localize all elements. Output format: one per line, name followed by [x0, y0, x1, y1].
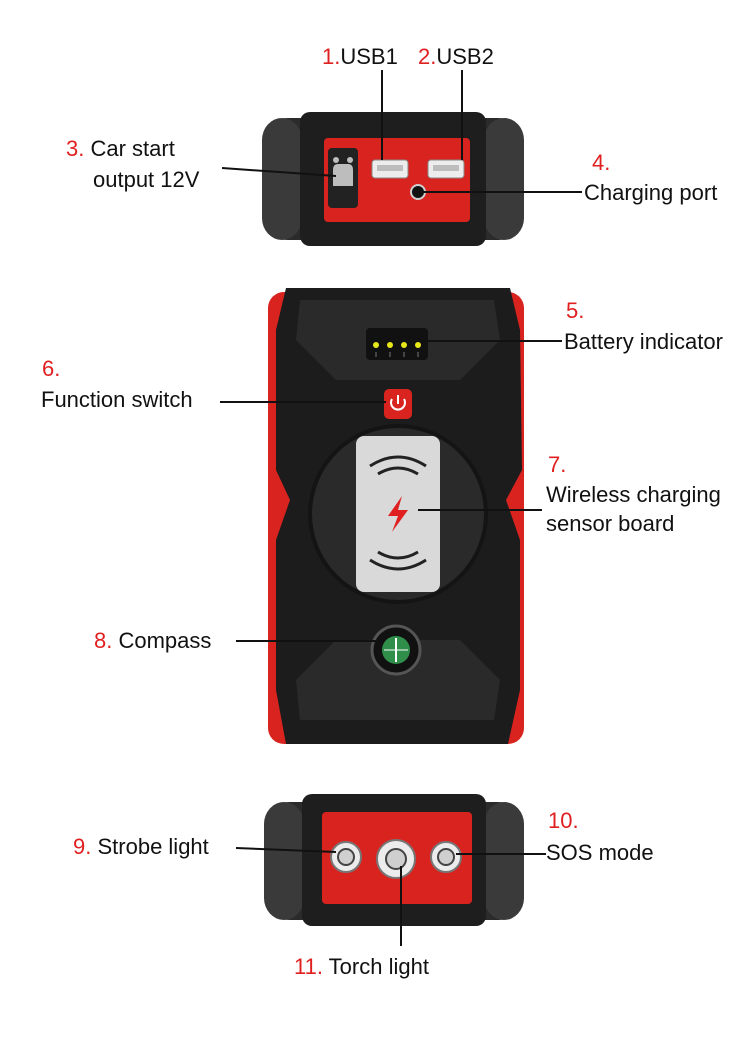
car-icon [328, 148, 358, 208]
label-car-start: 3. Car start [66, 134, 175, 164]
label-usb2-number: 2. [418, 44, 437, 69]
front-view [220, 288, 562, 744]
label-charging-port-text: Charging port [584, 180, 718, 205]
top-red-panel [324, 138, 470, 222]
top-view [221, 70, 582, 246]
label-battery-indicator-number: 5. [566, 298, 585, 323]
label-car-start-text: Car start [90, 136, 175, 161]
label-function-switch-text: Function switch [41, 387, 193, 412]
label-car-start-number: 3. [66, 136, 85, 161]
compass-icon [370, 624, 422, 676]
label-usb2-text: USB2 [436, 44, 494, 69]
power-icon [384, 389, 412, 419]
label-torch-number: 11. [294, 954, 323, 979]
usb1-port [371, 159, 409, 179]
label-strobe-text: Strobe light [97, 834, 209, 859]
battery-led-group [366, 328, 428, 360]
label-function-switch-number: 6. [42, 356, 61, 381]
label-torch-text: Torch light [328, 954, 429, 979]
sos-led [430, 841, 462, 873]
label-compass-text: Compass [118, 628, 212, 653]
label-usb1-number: 1. [322, 44, 341, 69]
label-compass: 8. Compass [94, 626, 211, 656]
bottom-view [235, 794, 546, 946]
usb2-port [427, 159, 465, 179]
label-wireless-number: 7. [548, 452, 567, 477]
label-sos-text: SOS mode [546, 840, 654, 865]
label-torch: 11. Torch light [294, 952, 429, 982]
lightning-icon [388, 496, 408, 532]
label-wireless-text-line2: sensor board [546, 511, 675, 536]
label-charging-port-number: 4. [592, 150, 611, 175]
label-wireless-text: Wireless charging [546, 482, 721, 507]
label-car-start-line2: output 12V [93, 167, 200, 192]
label-strobe-number: 9. [73, 834, 92, 859]
label-sos-number: 10. [548, 808, 579, 833]
label-strobe: 9. Strobe light [73, 832, 209, 862]
label-compass-number: 8. [94, 628, 113, 653]
wireless-waves-icon [369, 455, 427, 571]
label-usb1: 1.USB1 [322, 42, 398, 72]
label-usb1-text: USB1 [340, 44, 398, 69]
label-battery-indicator-text: Battery indicator [564, 329, 723, 354]
label-usb2: 2.USB2 [418, 42, 494, 72]
strobe-led [330, 841, 362, 873]
torch-led [376, 839, 416, 879]
